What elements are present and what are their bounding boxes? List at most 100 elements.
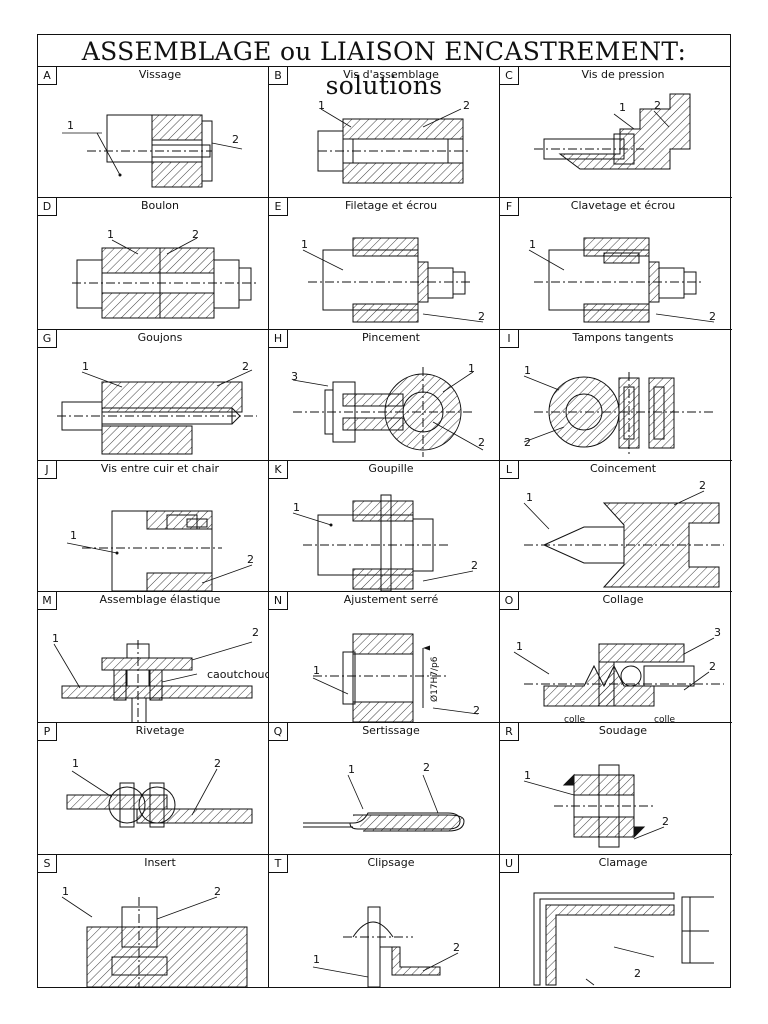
solution-cell-u: 2 U Clamage bbox=[500, 855, 732, 987]
solution-drawing: 1 2 3 colle colle bbox=[513, 626, 724, 723]
part-label: 2 bbox=[473, 704, 480, 717]
cell-letter: U bbox=[500, 855, 519, 873]
part-label: 1 bbox=[107, 228, 114, 241]
cell-title: Insert bbox=[144, 856, 176, 869]
cell-title: Goujons bbox=[137, 331, 183, 344]
solution-drawing: 12 bbox=[312, 906, 460, 987]
part-label: 1 bbox=[52, 632, 59, 645]
cell-title: Vis de pression bbox=[581, 68, 665, 81]
part-label: 2 bbox=[654, 99, 661, 112]
part-label: 3 bbox=[714, 626, 721, 639]
cell-letter: C bbox=[500, 67, 519, 85]
solution-drawing: Ø17H7/p6 1 2 bbox=[312, 633, 480, 722]
cell-title: Clamage bbox=[598, 856, 648, 869]
solution-drawing: 12 bbox=[301, 237, 485, 323]
solution-drawing: 12 bbox=[66, 510, 254, 591]
cell-letter: I bbox=[500, 330, 519, 348]
cell-letter: O bbox=[500, 592, 519, 610]
solution-drawing: 12 bbox=[523, 479, 724, 588]
fit-tolerance: Ø17H7/p6 bbox=[429, 656, 440, 702]
cell-title: Clavetage et écrou bbox=[570, 199, 676, 212]
cell-letter: D bbox=[38, 198, 57, 216]
part-label: 2 bbox=[423, 761, 430, 774]
part-label: 2 bbox=[453, 941, 460, 954]
cell-title: Ajustement serré bbox=[343, 593, 439, 606]
cell-letter: E bbox=[269, 198, 288, 216]
part-label: 2 bbox=[471, 559, 478, 572]
solution-cell-n: Ø17H7/p6 1 2 N Ajustement serré bbox=[269, 592, 500, 723]
drawing-sheet: ASSEMBLAGE ou LIAISON ENCASTREMENT: solu… bbox=[37, 34, 732, 988]
part-label: 2 bbox=[242, 360, 249, 373]
glue-label-1: colle bbox=[564, 715, 585, 723]
cell-title: Vissage bbox=[138, 68, 182, 81]
part-label: 1 bbox=[524, 769, 531, 782]
solution-drawing: 2 bbox=[533, 892, 714, 986]
cell-letter: N bbox=[269, 592, 288, 610]
cell-letter: H bbox=[269, 330, 288, 348]
solution-drawing: 12 bbox=[528, 237, 716, 323]
part-label: 1 bbox=[468, 362, 475, 375]
cell-title: Coincement bbox=[589, 462, 657, 475]
part-label: 2 bbox=[699, 479, 706, 492]
cell-title: Pincement bbox=[361, 331, 420, 344]
part-label: 2 bbox=[463, 99, 470, 112]
part-label: 2 bbox=[709, 310, 716, 323]
part-label: 1 bbox=[529, 238, 536, 251]
part-label: 1 bbox=[293, 501, 300, 514]
part-label: 2 bbox=[214, 885, 221, 898]
cell-letter: F bbox=[500, 198, 519, 216]
glue-label-2: colle bbox=[654, 715, 675, 723]
cell-title: Soudage bbox=[598, 724, 648, 737]
cell-title: Clipsage bbox=[367, 856, 415, 869]
solution-drawing: 12 bbox=[523, 364, 714, 454]
part-label-rubber: caoutchouc bbox=[207, 668, 269, 681]
cell-letter: S bbox=[38, 855, 57, 873]
part-label: 2 bbox=[247, 553, 254, 566]
cell-letter: R bbox=[500, 723, 519, 741]
sheet-title: ASSEMBLAGE ou LIAISON ENCASTREMENT: solu… bbox=[38, 35, 730, 100]
solution-drawing: 12 bbox=[62, 114, 243, 188]
solution-drawing: 12 bbox=[523, 764, 669, 848]
part-label: 1 bbox=[516, 640, 523, 653]
cell-letter: T bbox=[269, 855, 288, 873]
cell-title: Rivetage bbox=[135, 724, 185, 737]
part-label: 1 bbox=[72, 757, 79, 770]
cell-letter: G bbox=[38, 330, 57, 348]
part-label: 1 bbox=[526, 491, 533, 504]
cell-title: Tampons tangents bbox=[572, 331, 674, 344]
part-label: 2 bbox=[524, 436, 531, 449]
part-label: 1 bbox=[67, 119, 74, 132]
part-label: 1 bbox=[318, 99, 325, 112]
cell-title: Boulon bbox=[140, 199, 179, 212]
part-label: 1 bbox=[70, 529, 77, 542]
solution-drawing: 1 2 caoutchouc bbox=[52, 626, 269, 722]
part-label: 2 bbox=[662, 815, 669, 828]
part-label: 2 bbox=[214, 757, 221, 770]
part-label: 1 bbox=[313, 664, 320, 677]
part-label: 1 bbox=[524, 364, 531, 377]
cell-letter: Q bbox=[269, 723, 288, 741]
cell-letter: B bbox=[269, 67, 288, 85]
part-label: 2 bbox=[709, 660, 716, 673]
part-label: 2 bbox=[478, 436, 485, 449]
part-label: 2 bbox=[252, 626, 259, 639]
part-label: 1 bbox=[301, 238, 308, 251]
part-label: 1 bbox=[348, 763, 355, 776]
cell-title: Vis entre cuir et chair bbox=[100, 462, 220, 475]
